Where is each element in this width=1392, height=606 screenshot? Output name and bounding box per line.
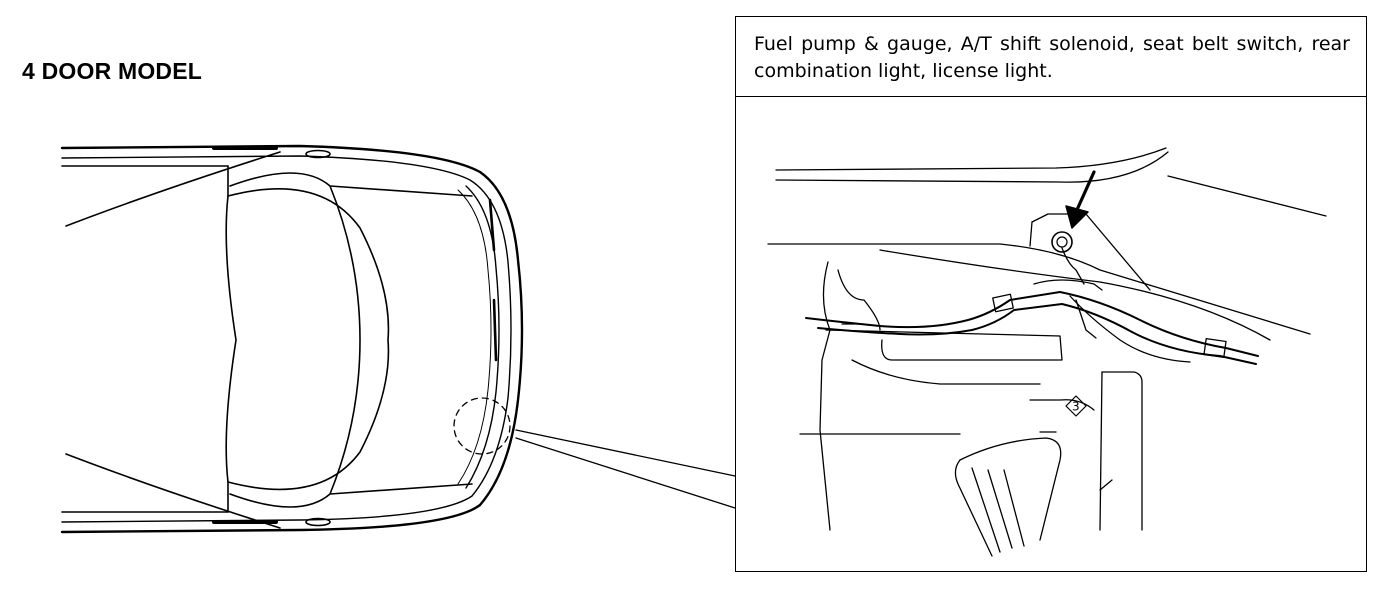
model-title: 4 DOOR MODEL (22, 58, 203, 84)
callout-caption: Fuel pump & gauge, A/T shift solenoid, s… (736, 17, 1366, 97)
pointer-arrow-icon (1065, 170, 1096, 229)
car-top-view-icon (60, 144, 736, 534)
trunk-harness-detail-icon (767, 147, 1327, 557)
ground-bolt-icon (1051, 231, 1073, 253)
callout-box: Fuel pump & gauge, A/T shift solenoid, s… (735, 16, 1367, 572)
ground-ref-label: 3 (1072, 400, 1080, 414)
ground-ref-marker: 3 (1065, 395, 1087, 417)
